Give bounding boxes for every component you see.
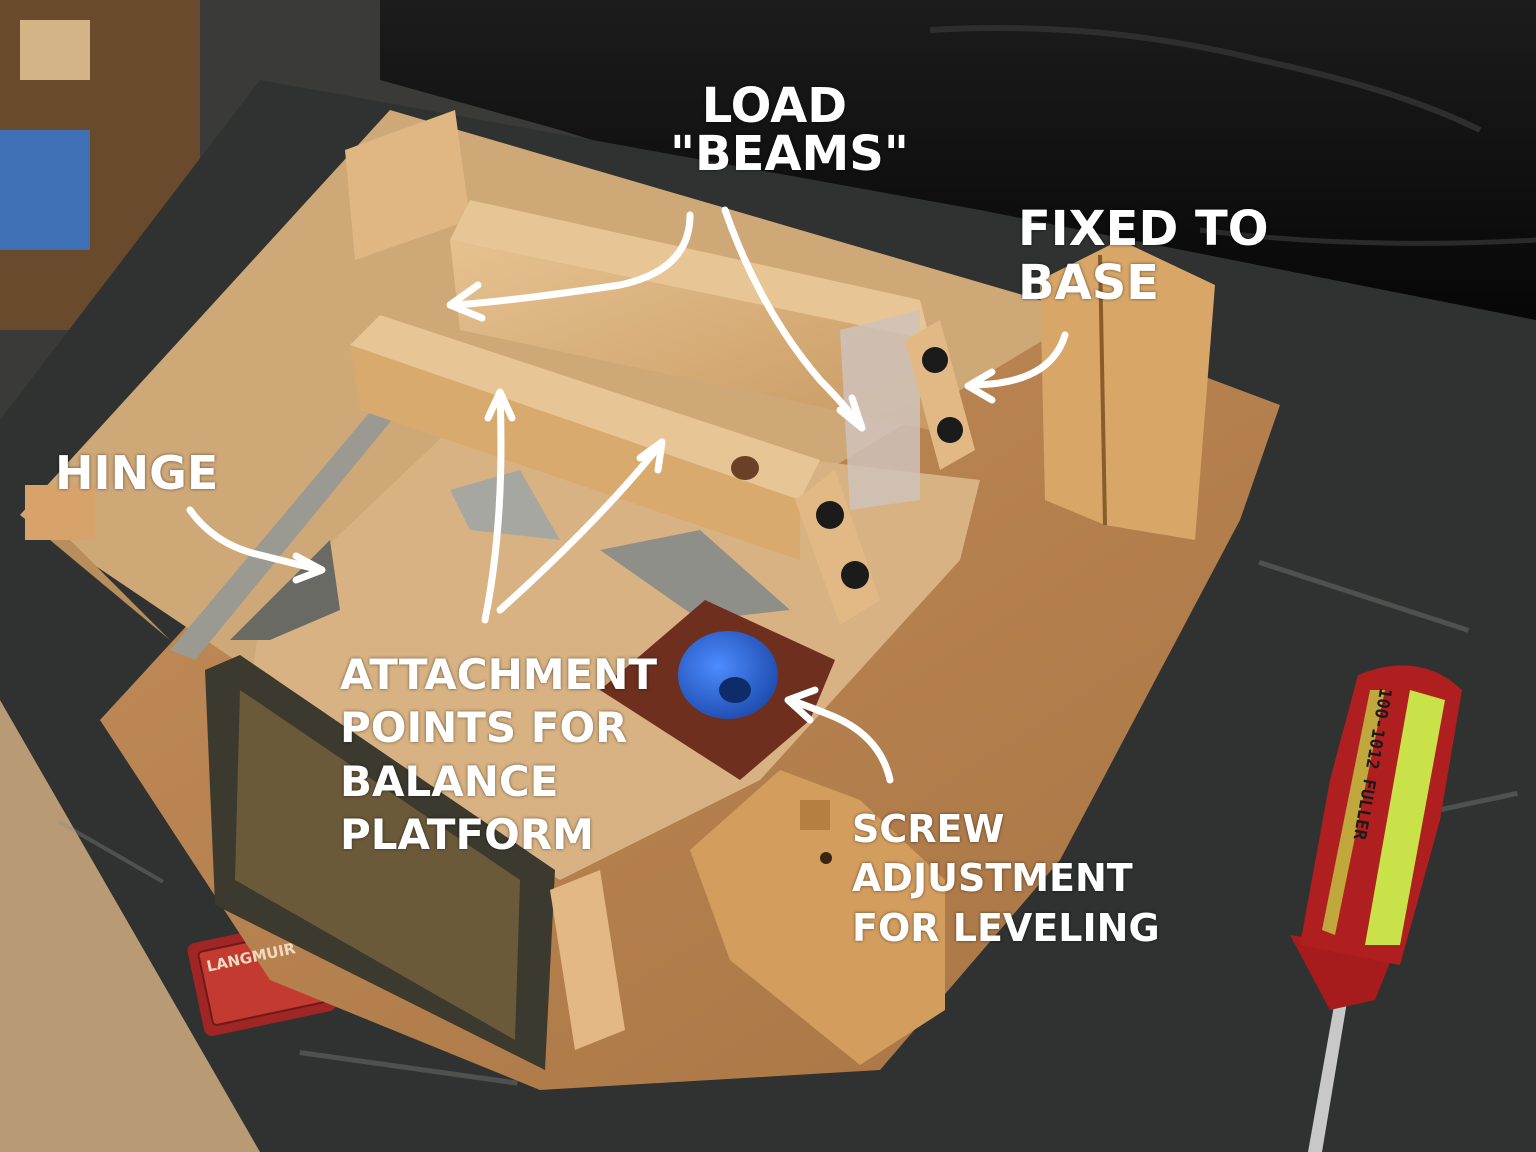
label-attachment-line4: PLATFORM bbox=[340, 809, 594, 859]
wood-knot bbox=[731, 456, 759, 480]
transparent-flexure bbox=[840, 310, 920, 510]
load-beam-top-edge bbox=[450, 200, 930, 340]
label-attachment-points: ATTACHMENT POINTS FOR BALANCE PLATFORM bbox=[340, 648, 657, 861]
annotation-arrows bbox=[186, 206, 1069, 784]
label-load-beams: LOAD "BEAMS" bbox=[640, 82, 909, 178]
arrowhead bbox=[836, 394, 866, 432]
arrowhead bbox=[784, 686, 819, 724]
label-hinge-line1: HINGE bbox=[55, 446, 219, 500]
arrow-screw-adjustment bbox=[786, 696, 894, 784]
label-fixed-to-base-line2: BASE bbox=[1018, 255, 1160, 311]
arrow-hinge bbox=[186, 506, 324, 574]
arrow-attachment-1 bbox=[481, 391, 505, 624]
metal-bracket bbox=[450, 470, 560, 540]
housing-window bbox=[235, 690, 520, 1040]
metal-mechanism bbox=[600, 530, 790, 620]
arrow-load-beams-left bbox=[451, 211, 694, 309]
label-attachment-line3: BALANCE bbox=[340, 756, 559, 806]
corner-post-left bbox=[345, 110, 470, 260]
toy-box bbox=[0, 130, 90, 250]
label-load-beams-line2: "BEAMS" bbox=[670, 126, 909, 182]
load-beam-front bbox=[350, 345, 800, 560]
screwdriver-stripe bbox=[1365, 690, 1445, 945]
label-screw-line3: FOR LEVELING bbox=[852, 905, 1160, 950]
foot-block-notch bbox=[800, 800, 830, 830]
bolt-head bbox=[816, 501, 844, 529]
bolt-head bbox=[841, 561, 869, 589]
screwdriver-stripe-2 bbox=[1322, 690, 1385, 935]
blue-bottle-cap bbox=[678, 631, 778, 719]
foot-block bbox=[690, 770, 945, 1065]
toy-crate bbox=[20, 20, 90, 80]
load-beam-back bbox=[450, 240, 930, 430]
arrowhead bbox=[484, 388, 516, 422]
front-strip bbox=[550, 870, 625, 1050]
couch-seam-lower bbox=[1199, 227, 1536, 246]
load-beam-front-top bbox=[350, 315, 820, 500]
label-fixed-to-base: FIXED TO BASE bbox=[1018, 205, 1269, 307]
couch-seam bbox=[929, 25, 1482, 133]
fixed-block bbox=[1040, 240, 1215, 540]
arrow-load-beams-right bbox=[721, 206, 864, 429]
couch bbox=[380, 0, 1536, 330]
bolt-head bbox=[922, 347, 948, 373]
arrow-fixed-to-base bbox=[966, 331, 1069, 389]
label-screw-adjustment: SCREW ADJUSTMENT FOR LEVELING bbox=[852, 805, 1160, 953]
hinge-frame bbox=[170, 400, 400, 660]
arrowhead bbox=[446, 281, 486, 322]
cap-hole bbox=[719, 677, 751, 703]
label-attachment-line1: ATTACHMENT bbox=[340, 650, 658, 699]
foot-block-hole bbox=[820, 852, 832, 864]
label-attachment-line2: POINTS FOR bbox=[340, 703, 628, 753]
label-fixed-to-base-line1: FIXED TO bbox=[1018, 201, 1269, 257]
label-screw-line1: SCREW bbox=[852, 807, 1005, 851]
screwdriver bbox=[1290, 665, 1462, 1152]
label-load-beams-line1: LOAD bbox=[701, 78, 848, 134]
hinge-block bbox=[25, 485, 95, 540]
label-screw-line2: ADJUSTMENT bbox=[852, 856, 1133, 901]
bolt-head bbox=[937, 417, 963, 443]
label-hinge: HINGE bbox=[55, 450, 218, 496]
arrowhead bbox=[292, 552, 326, 584]
screwdriver-shaft bbox=[1308, 1000, 1347, 1152]
floor-lower-left bbox=[0, 700, 260, 1152]
arrowhead bbox=[964, 368, 996, 404]
arrow-attachment-2 bbox=[496, 441, 664, 614]
fixed-block-split bbox=[1098, 254, 1107, 526]
arrowhead bbox=[636, 438, 666, 474]
